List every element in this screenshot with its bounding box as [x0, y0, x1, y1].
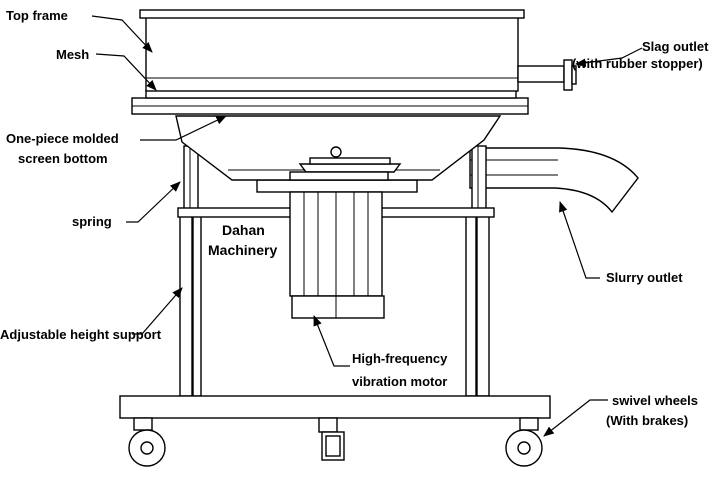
leader-lines	[91, 15, 643, 437]
label-slag-outlet: Slag outlet	[642, 39, 709, 54]
label-mesh: Mesh	[56, 47, 90, 62]
top-frame	[139, 9, 525, 92]
label-top-frame: Top frame	[6, 8, 68, 23]
swivel-wheel	[128, 417, 543, 467]
label-spring: spring	[72, 214, 112, 229]
label-swivel-wheels: swivel wheels	[612, 393, 698, 408]
brand-dahan: Dahan	[222, 222, 265, 238]
screen-frame-rim	[131, 89, 529, 115]
label-screen-bottom: screen bottom	[18, 151, 108, 166]
label-motor-line2: vibration motor	[352, 374, 448, 389]
label-slag-outlet-note: (with rubber stopper)	[572, 56, 703, 71]
label-with-brakes: (With brakes)	[606, 413, 689, 428]
brand-machinery: Machinery	[208, 242, 278, 258]
slurry-outlet-pipe	[469, 147, 639, 214]
vibration-motor	[256, 179, 418, 319]
label-adjustable-height-support: Adjustable height support	[0, 327, 162, 342]
label-slurry-outlet: Slurry outlet	[606, 270, 683, 285]
base-frame	[119, 395, 551, 419]
label-motor-line1: High-frequency	[352, 351, 448, 366]
one-piece-molded-screen-bottom	[175, 115, 502, 181]
slag-outlet	[517, 59, 577, 91]
label-one-piece-molded: One-piece molded	[6, 131, 119, 146]
